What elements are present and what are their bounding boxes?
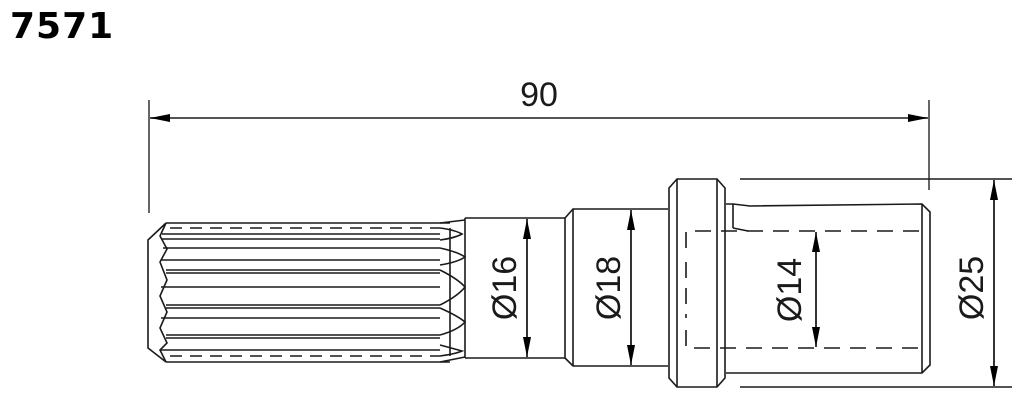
part-number-title: 7571 [10, 6, 115, 47]
diameter-25-dimension: Ø25 [740, 178, 1012, 388]
dimension-label-18: Ø18 [590, 256, 628, 320]
splined-section [147, 219, 467, 363]
dimension-label-25: Ø25 [953, 256, 991, 320]
hidden-bore [685, 230, 922, 349]
dimension-label-90: 90 [520, 76, 558, 114]
dimension-label-16: Ø16 [486, 256, 524, 320]
diameter-18-dimension: Ø18 [590, 210, 635, 365]
dimension-label-14: Ø14 [771, 258, 809, 322]
shoulder-section-18 [564, 208, 668, 367]
overall-length-dimension: 90 [148, 76, 930, 213]
pin-section [726, 203, 931, 374]
diameter-16-dimension: Ø16 [486, 219, 531, 357]
shaft-section-16 [464, 217, 565, 359]
diameter-14-dimension: Ø14 [771, 232, 820, 347]
collar [668, 178, 726, 388]
